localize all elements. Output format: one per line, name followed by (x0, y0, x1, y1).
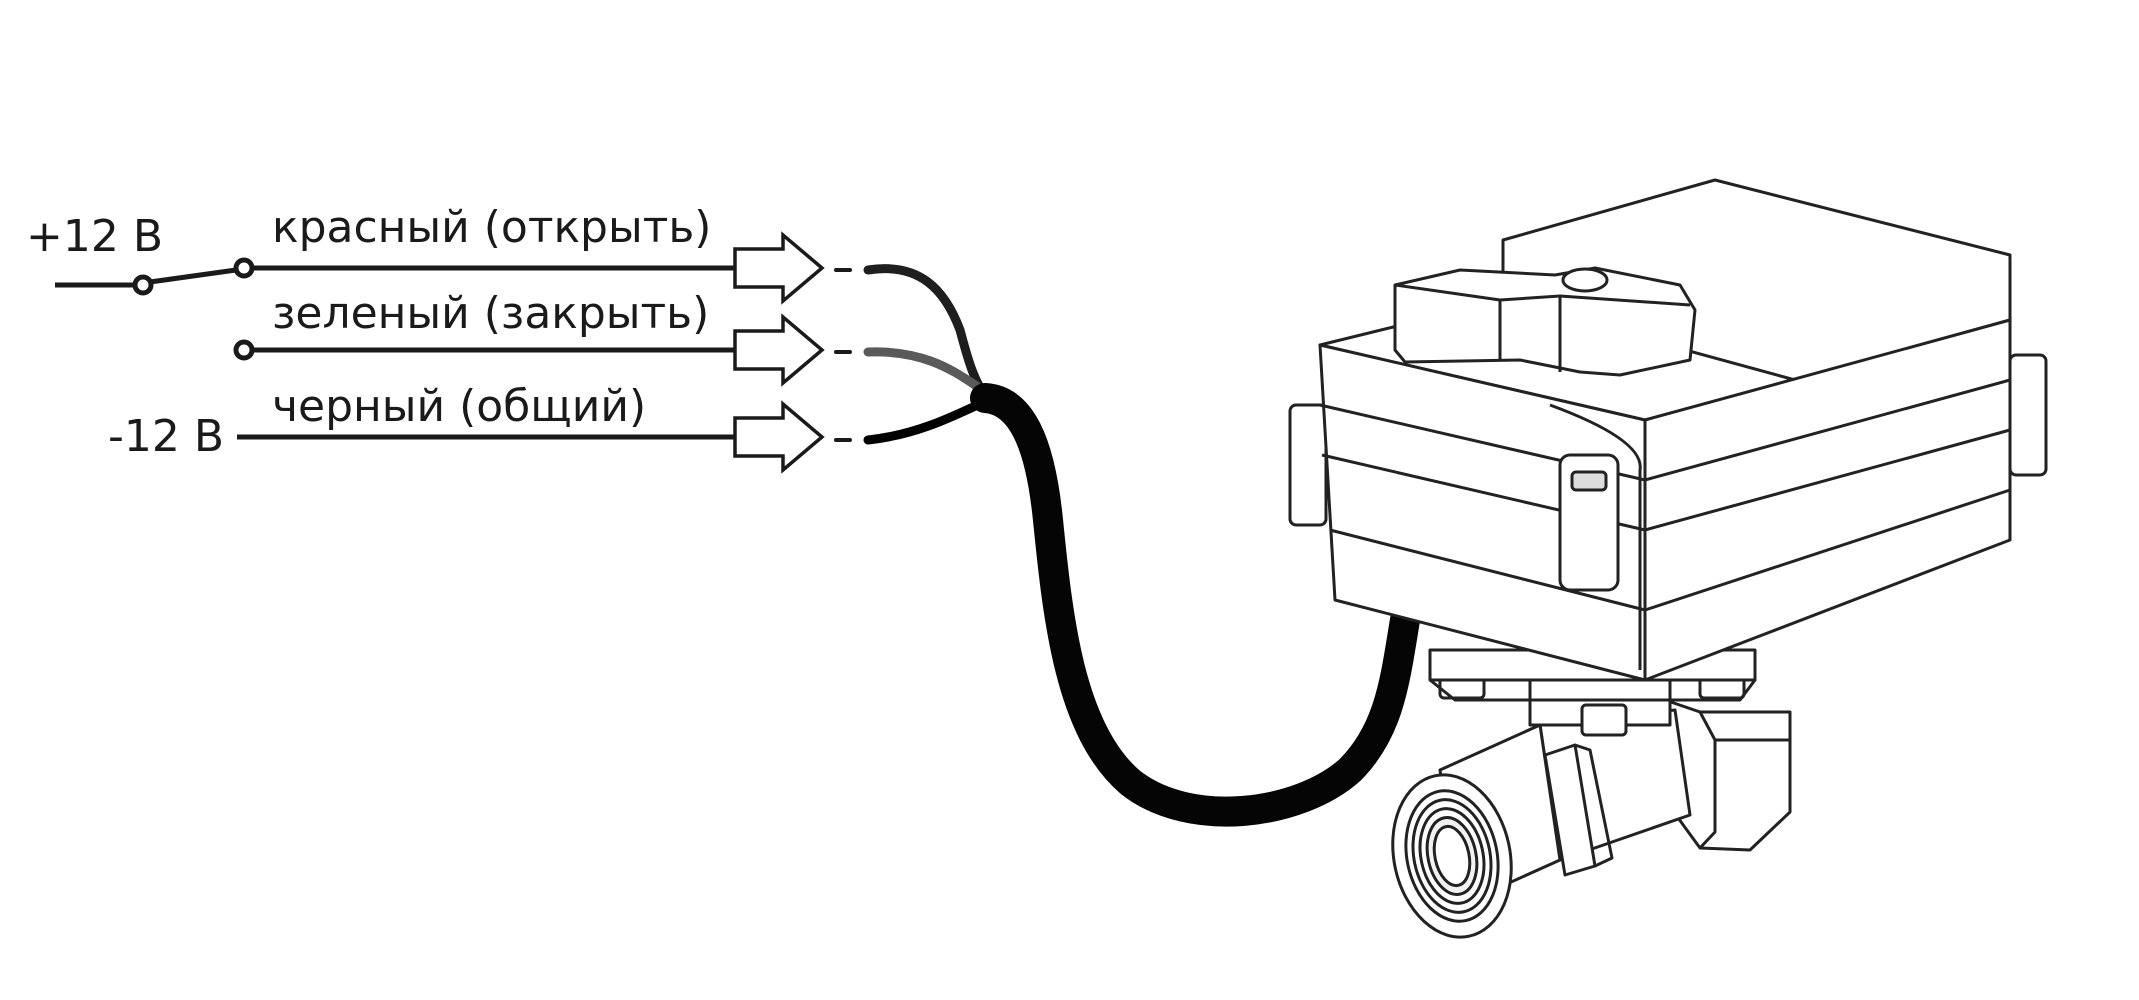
wire-green-label: зеленый (закрыть) (272, 288, 710, 339)
wire-red-label: красный (открыть) (272, 202, 712, 253)
supply-circuit (55, 257, 735, 440)
green-wire-strand (863, 347, 995, 403)
switch-contact-close (233, 339, 255, 361)
connector-arrows (733, 231, 825, 474)
cable-assembly (834, 264, 1420, 827)
red-wire-strand (863, 264, 993, 403)
switch-lever (149, 267, 237, 285)
valve-body (1391, 648, 1792, 939)
supply-plus-label: +12 В (26, 211, 164, 262)
supply-minus-label: -12 В (108, 411, 225, 462)
switch-contact-open (233, 257, 255, 279)
arrow-connector-red (733, 231, 825, 305)
wire-black-label: черный (общий) (272, 381, 647, 432)
actuator-housing (1288, 178, 2048, 682)
main-cable (970, 383, 1420, 827)
black-wire-strand (863, 395, 993, 445)
manual-override-handle (1393, 266, 1697, 377)
arrow-connector-black (733, 400, 825, 474)
ball-valve (1288, 178, 2048, 939)
switch-pivot-terminal (132, 274, 154, 296)
arrow-connector-green (733, 313, 825, 387)
